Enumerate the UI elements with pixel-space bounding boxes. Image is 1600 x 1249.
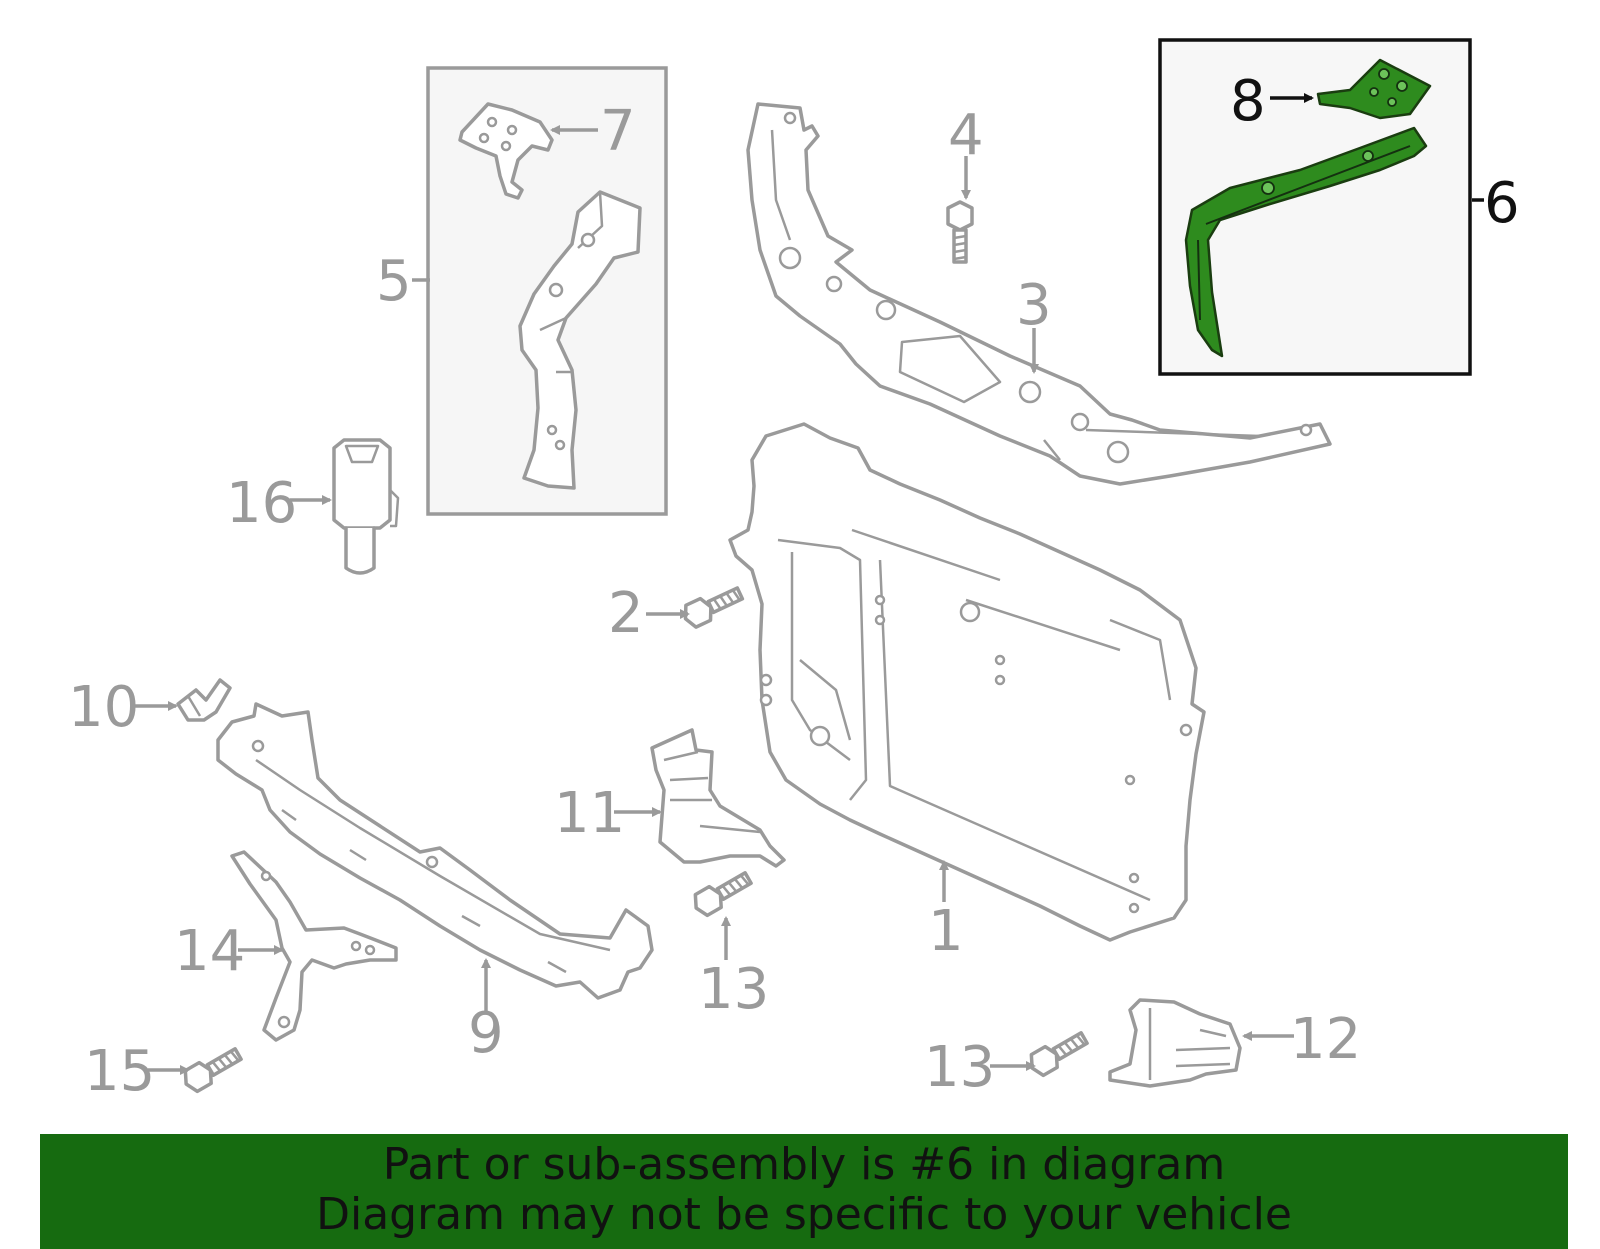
callout-2: 2 (608, 581, 644, 646)
callout-13-lower: 13 (924, 1035, 995, 1100)
callout-7: 7 (600, 99, 636, 164)
callout-5: 5 (376, 249, 412, 314)
callout-12: 12 (1290, 1007, 1361, 1072)
leader-lines (134, 93, 1484, 1075)
callout-15: 15 (84, 1039, 155, 1104)
callout-8: 8 (1230, 69, 1266, 134)
part-13-bolt-upper (688, 865, 756, 921)
callout-11: 11 (554, 781, 625, 846)
part-5-upper-rail (518, 190, 642, 490)
part-15-bolt (178, 1041, 246, 1097)
callout-1: 1 (928, 899, 964, 964)
callout-16: 16 (226, 471, 297, 536)
part-11-deflector (650, 728, 786, 868)
part-2-bolt (678, 580, 747, 632)
part-10-clip (176, 678, 232, 722)
banner-line-part: Part or sub-assembly is #6 in diagram (382, 1139, 1226, 1190)
callout-10: 10 (68, 675, 139, 740)
part-12-deflector (1108, 998, 1242, 1088)
part-16-sensor (332, 438, 400, 575)
info-banner: Part or sub-assembly is #6 in diagram Di… (40, 1134, 1568, 1249)
part-6-rail-highlighted (1184, 126, 1428, 358)
part-14-bracket (230, 850, 398, 1042)
callout-9: 9 (468, 1001, 504, 1066)
callout-13-upper: 13 (698, 957, 769, 1022)
callout-14: 14 (174, 919, 245, 984)
part-7-bracket (458, 102, 554, 200)
callout-4: 4 (948, 103, 984, 168)
part-9-lower-tie-bar (216, 702, 654, 1000)
part-8-bracket-highlighted (1316, 58, 1432, 120)
callout-3: 3 (1016, 273, 1052, 338)
callout-6: 6 (1484, 171, 1520, 236)
part-4-bolt (946, 200, 974, 264)
part-3-upper-tie-bar (746, 102, 1332, 486)
banner-line-disclaimer: Diagram may not be specific to your vehi… (316, 1189, 1292, 1240)
part-1-radiator-support (728, 422, 1206, 942)
part-13-bolt-lower (1024, 1025, 1092, 1081)
